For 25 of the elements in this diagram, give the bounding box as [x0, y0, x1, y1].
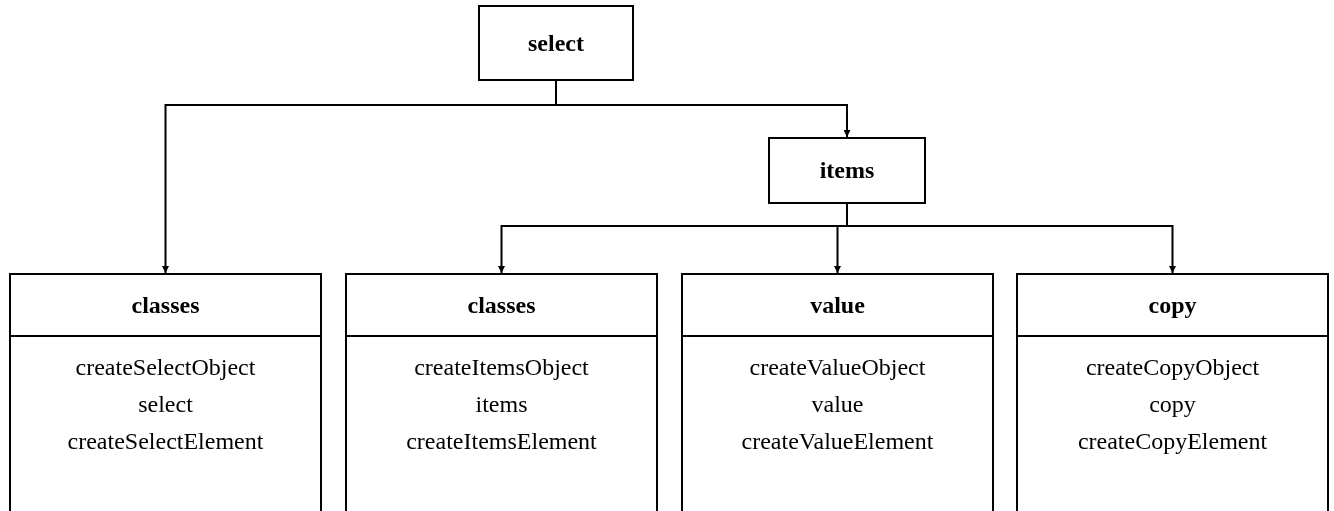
function-name: value [811, 390, 864, 419]
class-box [345, 273, 658, 511]
function-name: select [138, 390, 193, 419]
function-name: createSelectElement [67, 427, 264, 456]
function-name: createCopyElement [1077, 427, 1268, 456]
class-box [681, 273, 994, 511]
function-name: createItemsObject [414, 353, 589, 382]
module-box [478, 5, 634, 81]
box-heading: classes [131, 291, 200, 319]
class-box [9, 273, 322, 511]
function-name: createCopyObject [1085, 353, 1260, 382]
box-heading: select [528, 29, 584, 57]
function-name: copy [1149, 390, 1196, 419]
box-heading: value [810, 291, 865, 319]
box-heading: copy [1148, 291, 1197, 319]
module-box [768, 137, 926, 204]
function-name: createSelectObject [75, 353, 256, 382]
box-heading: classes [467, 291, 536, 319]
class-box [1016, 273, 1329, 511]
function-name: createValueElement [741, 427, 934, 456]
box-heading: items [819, 157, 875, 184]
function-name: items [475, 390, 528, 419]
function-name: createItemsElement [406, 427, 597, 456]
arrow [555, 80, 851, 138]
function-name: createValueObject [749, 353, 926, 382]
